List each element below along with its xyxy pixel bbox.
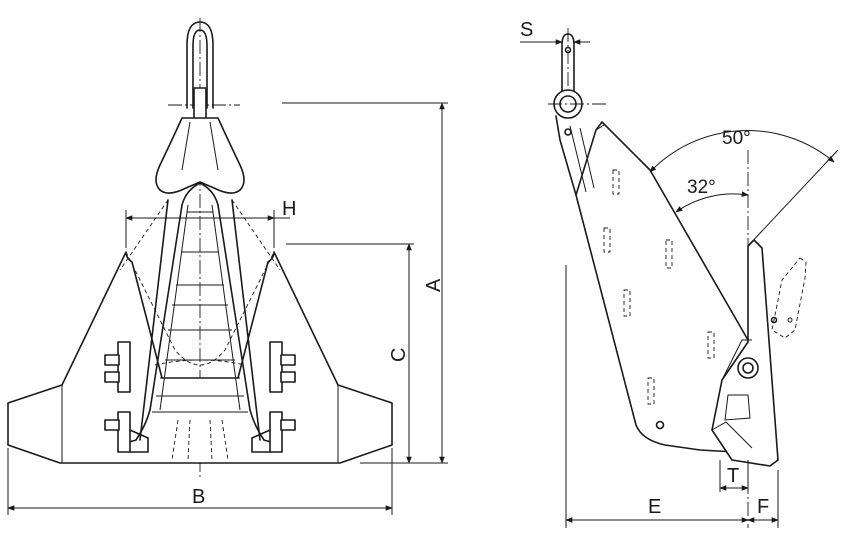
dimension-t: T xyxy=(719,460,749,492)
dimension-s: S xyxy=(520,19,590,45)
front-shank-head xyxy=(155,117,245,194)
label-f: F xyxy=(757,496,769,518)
side-shank xyxy=(555,115,761,456)
dimension-h: H xyxy=(125,198,296,248)
side-fluke-alt-position xyxy=(771,257,807,339)
front-hidden-lines xyxy=(119,199,281,461)
label-e: E xyxy=(648,496,661,518)
dimension-c: C xyxy=(286,243,414,464)
dimension-e: E xyxy=(565,265,749,528)
label-h: H xyxy=(282,198,296,220)
label-angle-32: 32° xyxy=(687,177,716,198)
dimension-f: F xyxy=(747,470,779,528)
front-view: H C A B xyxy=(7,18,448,515)
label-b: B xyxy=(192,486,205,508)
label-a: A xyxy=(423,278,445,292)
dimension-b: B xyxy=(7,448,393,515)
side-slots xyxy=(603,169,715,405)
label-c: C xyxy=(388,348,410,362)
label-t: T xyxy=(727,465,739,487)
side-fluke xyxy=(711,239,779,467)
label-s: S xyxy=(520,19,533,41)
front-bolts-right xyxy=(251,341,296,453)
dimension-a: A xyxy=(282,102,448,464)
front-bolts-left xyxy=(104,341,149,453)
side-view: S 50° 32° xyxy=(520,19,839,528)
label-angle-50: 50° xyxy=(722,128,751,149)
angle-indicators: 50° 32° xyxy=(649,128,839,247)
